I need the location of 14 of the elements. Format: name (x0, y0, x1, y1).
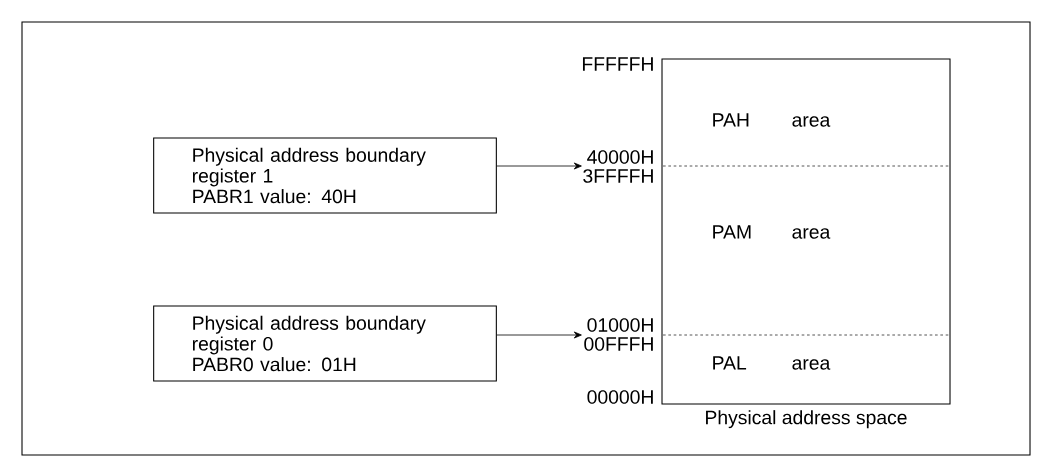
area-label: PAL area (713, 356, 831, 370)
address-label: 00000H (587, 390, 653, 404)
arrow (496, 162, 582, 170)
arrow (496, 331, 582, 339)
address-label: 40000H (587, 150, 653, 164)
address-label: 01000H (587, 318, 653, 332)
address-label: FFFFFH (583, 57, 653, 71)
node-label: Physical address space (706, 410, 907, 429)
register-box: Physical address boundary register 1 PABR1 value: 40H (153, 137, 497, 214)
address-label: 3FFFFH (583, 169, 653, 183)
area-label: PAH area (713, 113, 831, 127)
area-label: PAM area (713, 225, 831, 239)
register-box: Physical address boundary register 0 PABR0 value: 01H (153, 305, 497, 382)
address-label: 00FFFH (584, 337, 653, 351)
